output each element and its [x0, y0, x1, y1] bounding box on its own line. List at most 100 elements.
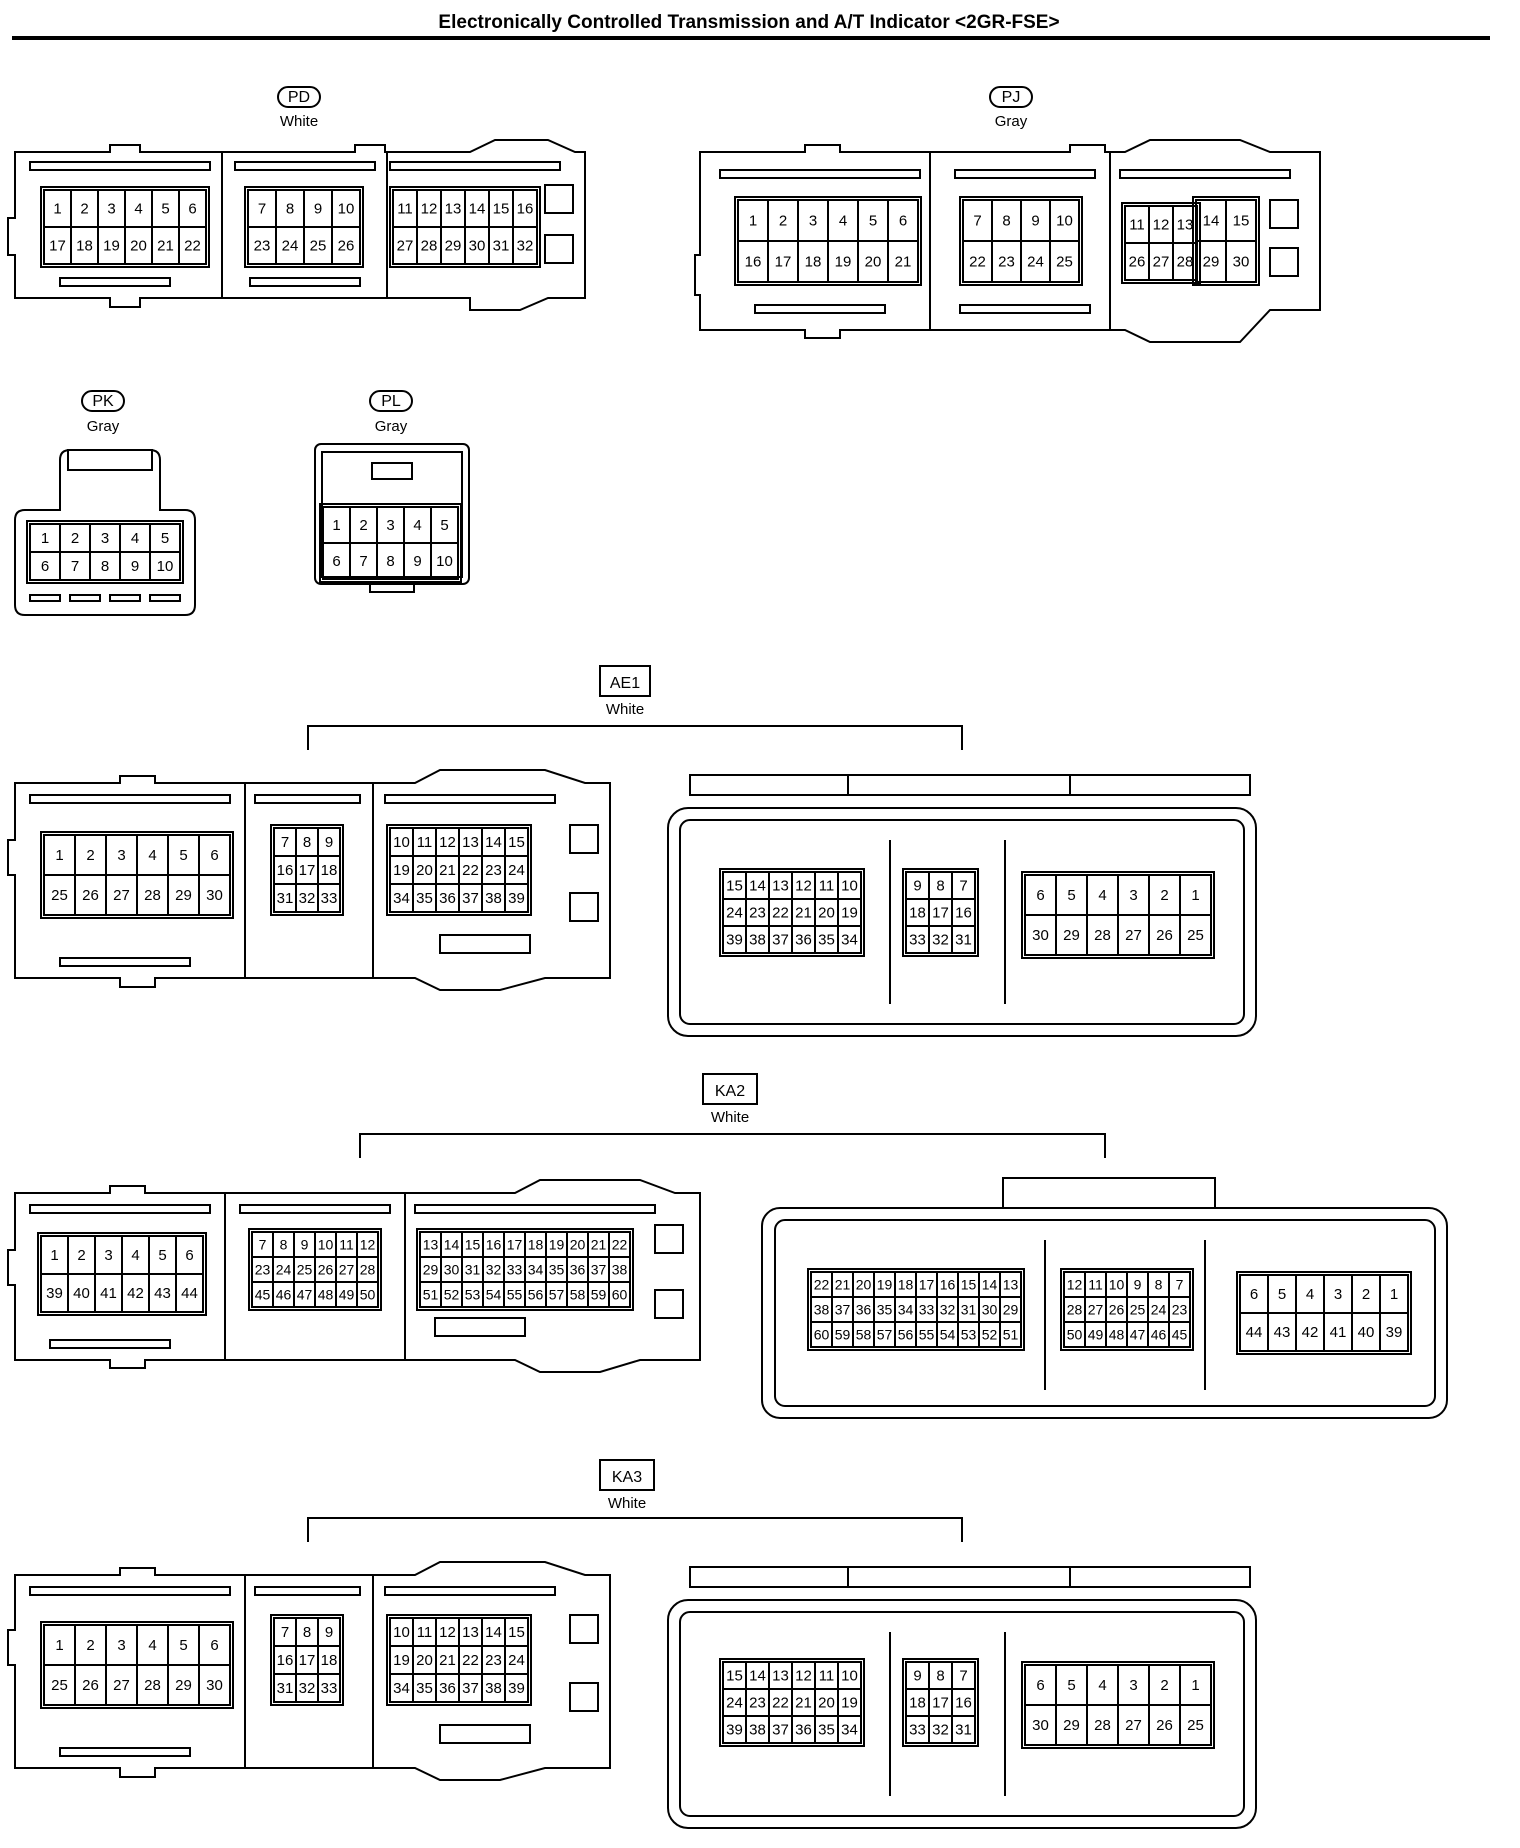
pin-number: 9 — [314, 201, 322, 218]
pin-number: 50 — [1067, 1327, 1083, 1343]
pin-number: 27 — [113, 887, 130, 904]
pin-number: 10 — [841, 878, 858, 895]
pin-number: 29 — [445, 238, 462, 255]
pin-cell — [317, 1673, 341, 1703]
pin-number: 1 — [1191, 887, 1199, 904]
pin-cell — [951, 1715, 976, 1744]
pin-number: 8 — [1155, 1277, 1163, 1293]
pin-number: 21 — [795, 905, 812, 922]
pin-number: 33 — [321, 1680, 338, 1697]
pin-number: 2 — [80, 201, 88, 218]
pin-block-frame — [270, 1614, 344, 1706]
page-title: Electronically Controlled Transmission a… — [438, 12, 1059, 33]
connector-ae1-latch — [569, 892, 599, 922]
pin-block-frame — [959, 196, 1083, 286]
pin-number: 11 — [1088, 1277, 1103, 1293]
pin-number: 37 — [462, 1680, 479, 1697]
pin-number: 11 — [339, 1237, 354, 1253]
pin-number: 44 — [181, 1285, 198, 1302]
pin-number: 38 — [485, 1680, 502, 1697]
pin-number: 26 — [318, 1262, 334, 1278]
pin-block-frame — [386, 1614, 532, 1706]
connector-ka2-tag-frame — [702, 1073, 758, 1105]
pin-number: 8 — [386, 553, 394, 570]
pin-block-frame — [1060, 1268, 1194, 1351]
connector-ae1-latch — [569, 824, 599, 854]
pin-number: 1 — [41, 530, 49, 547]
pin-number: 2 — [779, 213, 787, 230]
pin-number: 13 — [1003, 1277, 1019, 1293]
pin-number: 6 — [1036, 1677, 1044, 1694]
connector-ka2-rail — [434, 1317, 526, 1337]
pin-number: 15 — [508, 1624, 525, 1641]
connector-ka3-right-inner — [679, 1611, 1245, 1817]
pin-number: 8 — [280, 1237, 288, 1253]
pin-number: 29 — [1063, 927, 1080, 944]
pin-number: 30 — [1032, 1717, 1049, 1734]
pin-number: 17 — [932, 1695, 949, 1712]
pin-number: 25 — [1130, 1302, 1146, 1318]
pin-number: 31 — [961, 1302, 977, 1318]
pin-number: 35 — [416, 890, 433, 907]
pin-number: 2 — [1160, 887, 1168, 904]
pin-cell — [198, 874, 231, 916]
pin-number: 1 — [749, 213, 757, 230]
pin-number: 8 — [303, 834, 311, 851]
connector-ae1-right-top — [689, 774, 1251, 796]
pin-cell — [1049, 240, 1080, 283]
pin-number: 29 — [423, 1262, 439, 1278]
pin-number: 36 — [795, 1722, 812, 1739]
pin-number: 10 — [841, 1668, 858, 1685]
pin-number: 11 — [819, 878, 835, 895]
pin-number: 1 — [55, 847, 63, 864]
pin-number: 2 — [77, 1247, 85, 1264]
connector-pk-tag-frame — [81, 390, 125, 412]
pin-number: 7 — [1176, 1277, 1184, 1293]
pin-number: 24 — [508, 1652, 525, 1669]
pin-number: 9 — [1134, 1277, 1142, 1293]
pin-number: 38 — [749, 1722, 766, 1739]
pin-number: 28 — [1094, 927, 1111, 944]
pin-number: 32 — [517, 238, 534, 255]
pin-number: 53 — [961, 1327, 977, 1343]
pin-cell — [1179, 914, 1212, 956]
pin-number: 3 — [1129, 887, 1137, 904]
pin-number: 36 — [439, 1680, 456, 1697]
pin-number: 6 — [210, 847, 218, 864]
pin-number: 29 — [1003, 1302, 1019, 1318]
connector-pj-rail — [1119, 169, 1291, 179]
pin-number: 3 — [117, 1637, 125, 1654]
pin-number: 14 — [485, 834, 502, 851]
connector-pd-latch — [544, 234, 574, 264]
pin-number: 4 — [148, 847, 156, 864]
pin-number: 54 — [940, 1327, 956, 1343]
connector-ka3-right-top — [689, 1566, 1251, 1588]
pin-number: 14 — [982, 1277, 998, 1293]
pin-number: 34 — [841, 1722, 858, 1739]
pin-cell — [608, 1281, 631, 1308]
pin-number: 4 — [1306, 1286, 1314, 1303]
pin-number: 7 — [281, 1624, 289, 1641]
pin-number: 30 — [444, 1262, 460, 1278]
pin-number: 35 — [818, 1722, 835, 1739]
connector-ka3-left-housing — [7, 1561, 611, 1781]
pin-number: 50 — [360, 1287, 376, 1303]
pin-number: 43 — [1274, 1324, 1291, 1341]
pin-number: 23 — [998, 254, 1015, 271]
pin-number: 8 — [1002, 213, 1010, 230]
pin-number: 18 — [76, 238, 93, 255]
pin-number: 13 — [462, 1624, 479, 1641]
pin-number: 25 — [1187, 1717, 1204, 1734]
pin-number: 18 — [528, 1237, 544, 1253]
pin-number: 46 — [276, 1287, 292, 1303]
pin-cell — [356, 1281, 379, 1308]
pin-number: 23 — [255, 1262, 271, 1278]
pin-number: 26 — [338, 238, 355, 255]
pin-number: 26 — [1156, 1717, 1173, 1734]
pin-number: 23 — [749, 905, 766, 922]
pin-number: 26 — [82, 887, 99, 904]
pin-number: 57 — [877, 1327, 893, 1343]
pin-block-frame — [1192, 196, 1260, 286]
